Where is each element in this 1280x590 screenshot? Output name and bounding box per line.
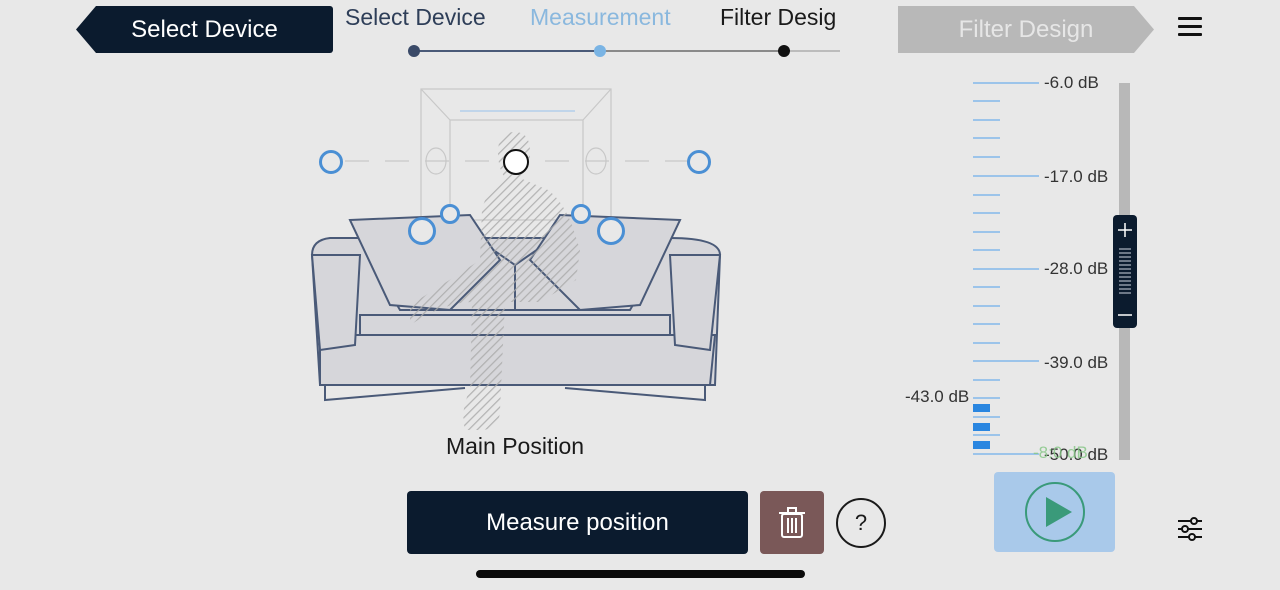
select-device-back-button[interactable]: Select Device [76, 6, 333, 53]
delete-measurement-button[interactable] [760, 491, 824, 554]
step-dot-filter-design [778, 45, 790, 57]
help-icon: ? [854, 510, 868, 535]
step-select-device[interactable]: Select Device [345, 4, 486, 30]
filter-design-next-button[interactable]: Filter Design [898, 6, 1154, 53]
meter-scale-label: -50.0 dB [1044, 445, 1109, 464]
meter-tick-major [973, 453, 1039, 455]
meter-scale-label: -28.0 dB [1044, 259, 1109, 278]
hamburger-menu-icon[interactable] [1176, 14, 1204, 38]
slider-grip-icon [1118, 223, 1132, 316]
meter-tick-major [973, 82, 1039, 84]
volume-slider-knob[interactable] [1113, 215, 1137, 328]
sofa-illustration [310, 88, 722, 430]
next-button-label: Filter Design [958, 15, 1094, 43]
sliders-icon[interactable] [1176, 516, 1204, 542]
meter-tick-major [973, 360, 1039, 362]
play-test-signal-button[interactable] [994, 472, 1115, 552]
level-bar-segment [973, 404, 990, 412]
meter-scale-label: -39.0 dB [1044, 353, 1109, 372]
current-level-readout: -43.0 dB [905, 387, 970, 406]
step-line-2 [600, 50, 784, 52]
play-icon [1024, 482, 1085, 542]
target-level-readout: -8:0 dB [1033, 443, 1088, 462]
measure-position-button[interactable]: Measure position [407, 491, 748, 554]
progress-stepper: Select Device Measurement Filter Desig [340, 0, 840, 70]
listener-silhouette [410, 132, 580, 430]
meter-scale-label: -6.0 dB [1044, 73, 1099, 92]
step-line-3 [784, 50, 840, 52]
meter-tick-major [973, 175, 1039, 177]
meter-tick-major [973, 268, 1039, 270]
position-handle-front-left[interactable] [408, 217, 436, 245]
trash-icon [779, 506, 805, 538]
step-dot-measurement [594, 45, 606, 57]
position-handle-right[interactable] [687, 150, 711, 174]
step-line-1 [414, 50, 600, 52]
listening-position-scene [300, 80, 730, 440]
step-measurement[interactable]: Measurement [530, 4, 671, 30]
help-button[interactable]: ? [836, 498, 886, 548]
measure-button-label: Measure position [486, 508, 669, 536]
back-button-label: Select Device [131, 15, 278, 43]
meter-scale-label: -17.0 dB [1044, 167, 1109, 186]
position-handle-back-right[interactable] [571, 204, 591, 224]
level-bar-segment [973, 423, 990, 431]
level-meter: -6.0 dB -17.0 dB -28.0 dB -39.0 dB -50.0… [900, 70, 1150, 470]
home-indicator[interactable] [476, 570, 805, 578]
position-handle-main-selected[interactable] [503, 149, 529, 175]
level-bar-segment [973, 441, 990, 449]
sofa [310, 213, 722, 402]
position-handle-front-right[interactable] [597, 217, 625, 245]
step-dot-select-device [408, 45, 420, 57]
position-handle-back-left[interactable] [440, 204, 460, 224]
position-label: Main Position [445, 433, 585, 459]
position-handle-left[interactable] [319, 150, 343, 174]
step-filter-design[interactable]: Filter Desig [720, 4, 837, 30]
